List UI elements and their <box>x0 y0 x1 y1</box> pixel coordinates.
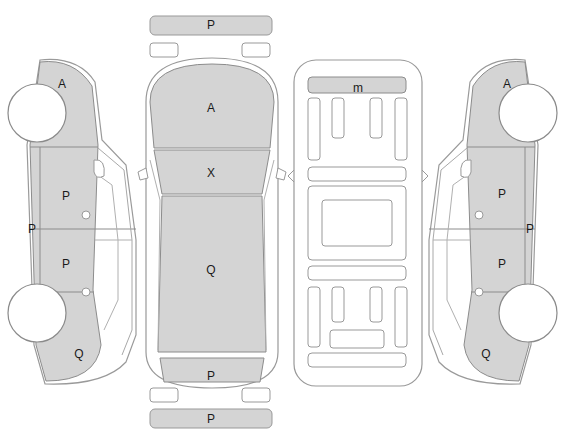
damage-code: P <box>207 19 215 31</box>
damage-code: P <box>498 188 506 200</box>
damage-code: P <box>526 223 534 235</box>
damage-code: P <box>62 258 70 270</box>
damage-code: P <box>207 370 215 382</box>
damage-code: A <box>503 78 511 90</box>
damage-code: Q <box>481 348 490 360</box>
damage-code: P <box>207 413 215 425</box>
damage-code: P <box>62 190 70 202</box>
damage-code: P <box>498 258 506 270</box>
damage-code: A <box>58 78 66 90</box>
damage-code: Q <box>74 348 83 360</box>
damage-code: m <box>353 82 363 94</box>
damage-code: Q <box>206 264 215 276</box>
damage-code: X <box>207 167 215 179</box>
damage-code: P <box>28 223 36 235</box>
damage-code: A <box>207 102 215 114</box>
